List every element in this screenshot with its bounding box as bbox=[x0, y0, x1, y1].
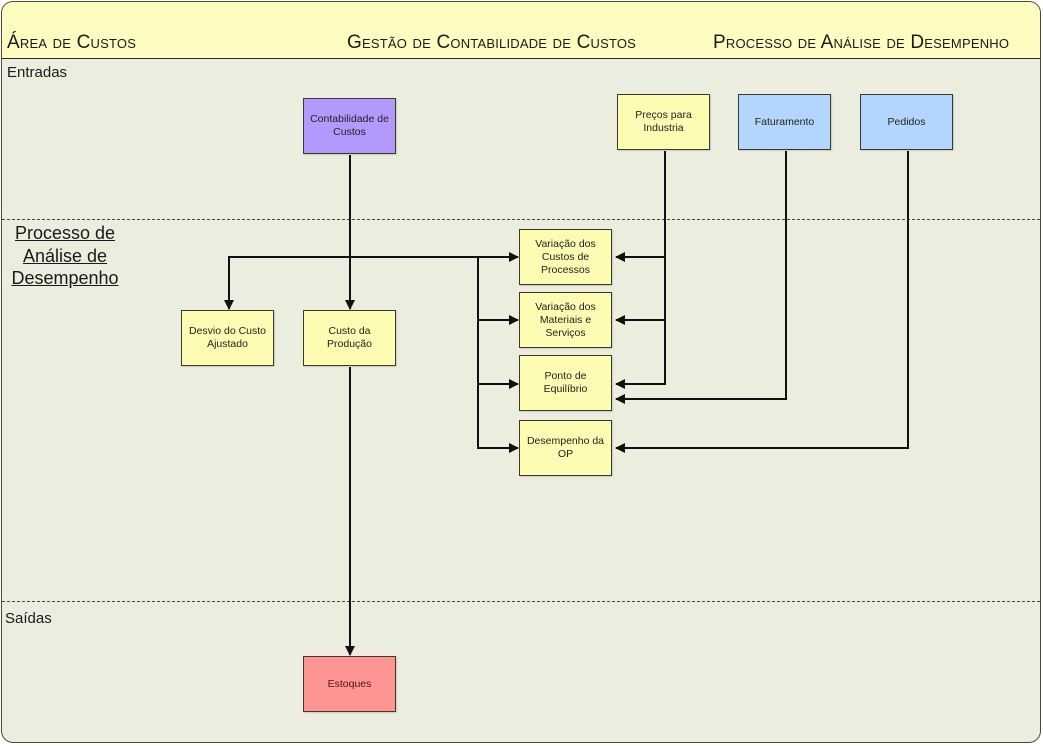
edge-precos-ponto bbox=[615, 320, 666, 389]
node-custo-da-producao[interactable]: Custo da Produção bbox=[303, 310, 396, 366]
edge-faturamento-ponto bbox=[615, 151, 787, 404]
lane-divider-process bbox=[2, 219, 1040, 220]
node-contabilidade-de-custos[interactable]: Contabilidade de Custos bbox=[303, 98, 396, 154]
header-area: Área de Custos bbox=[7, 32, 137, 53]
node-pedidos[interactable]: Pedidos bbox=[860, 94, 953, 150]
lane-divider-outputs bbox=[2, 601, 1040, 602]
header-management: Gestão de Contabilidade de Custos bbox=[347, 32, 637, 53]
node-faturamento[interactable]: Faturamento bbox=[738, 94, 831, 150]
edge-contabilidade-ponto bbox=[477, 320, 519, 389]
node-desvio-custo-ajustado[interactable]: Desvio do Custo Ajustado bbox=[181, 310, 274, 366]
node-desempenho-da-op[interactable]: Desempenho da OP bbox=[519, 420, 612, 476]
node-variacao-materiais-servicos[interactable]: Variação dos Materiais e Serviços bbox=[519, 292, 612, 348]
lane-label-outputs: Saídas bbox=[5, 610, 52, 627]
node-ponto-de-equilibrio[interactable]: Ponto de Equilíbrio bbox=[519, 355, 612, 411]
lane-label-process: Processo de Análise de Desempenho bbox=[11, 223, 119, 288]
edge-contabilidade-desempenho bbox=[477, 384, 519, 453]
lane-label-inputs: Entradas bbox=[7, 64, 68, 81]
edge-contabilidade-desvio bbox=[224, 256, 350, 310]
node-estoques[interactable]: Estoques bbox=[303, 656, 396, 712]
edge-precos-variacao-materiais bbox=[615, 257, 666, 325]
edge-precos-variacao-custos bbox=[615, 151, 666, 262]
header-band: Área de Custos Gestão de Contabilidade d… bbox=[2, 2, 1040, 59]
edge-contabilidade-variacao-materiais bbox=[477, 257, 519, 325]
edge-pedidos-desempenho bbox=[615, 151, 909, 453]
node-variacao-custos-processos[interactable]: Variação dos Custos de Processos bbox=[519, 229, 612, 285]
node-precos-para-industria[interactable]: Preços para Industria bbox=[617, 94, 710, 150]
header-process: Processo de Análise de Desempenho bbox=[713, 32, 1010, 53]
